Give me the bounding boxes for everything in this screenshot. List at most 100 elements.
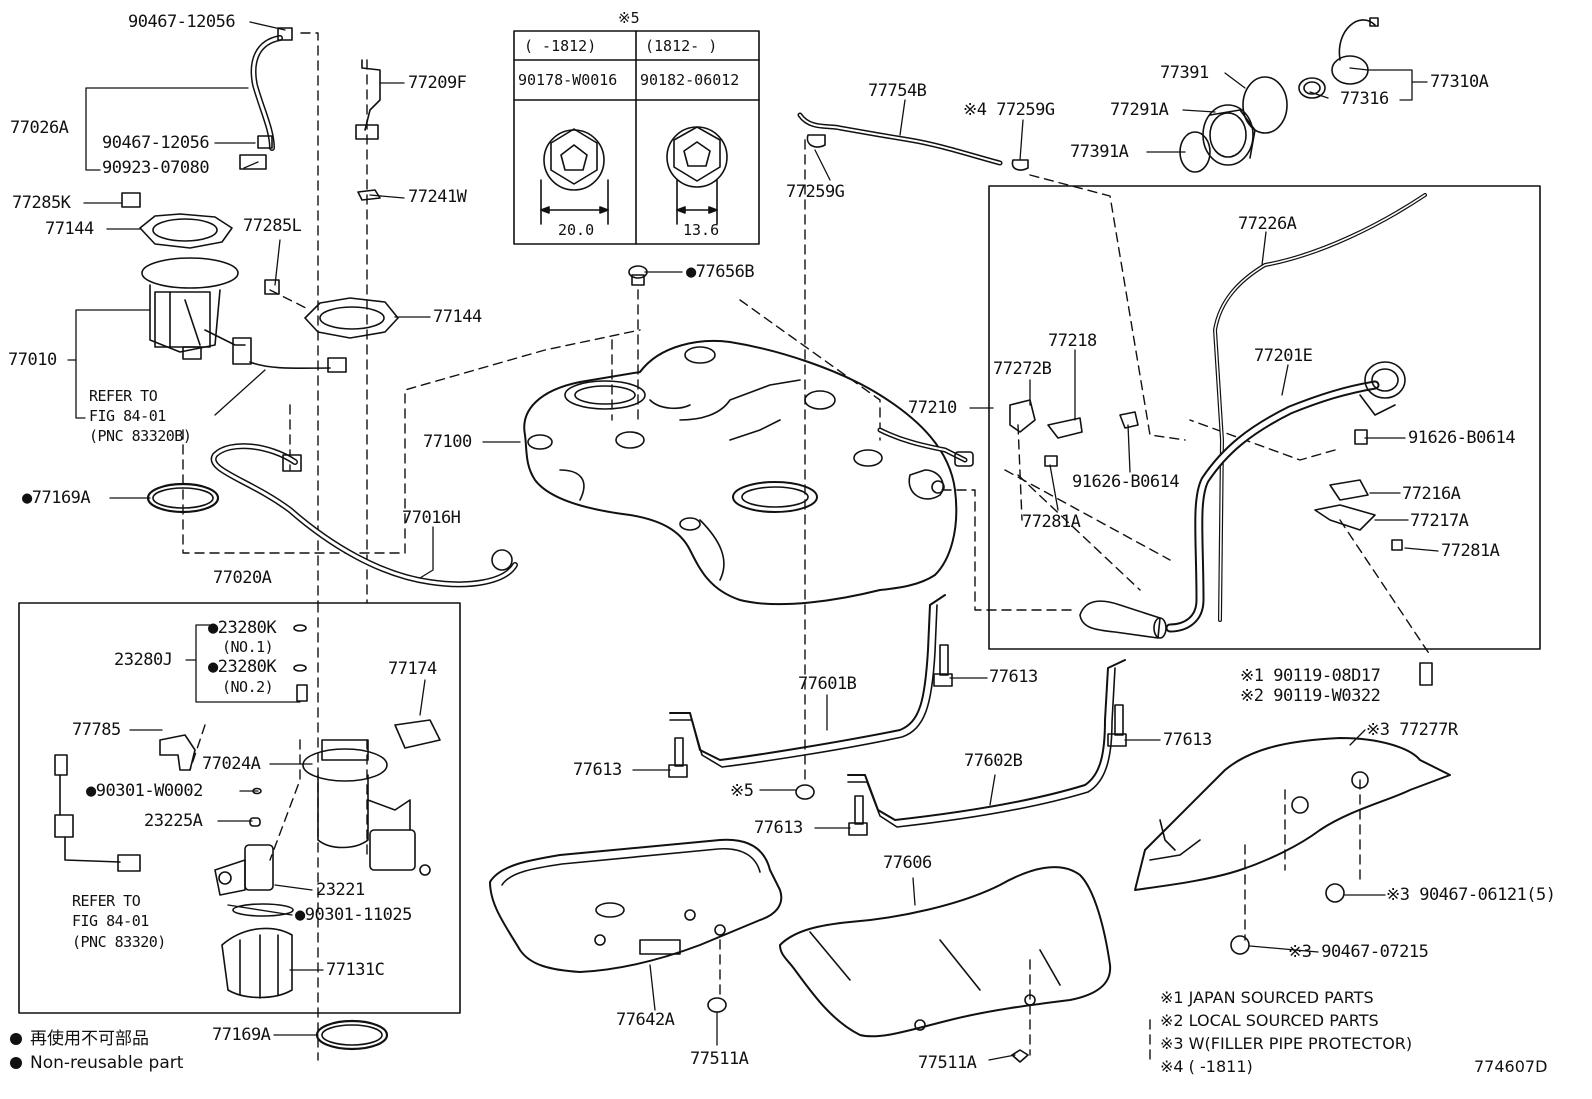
- protector-77277r: [1134, 737, 1451, 891]
- ref-fig-84-01-line3: (PNC 83320B): [89, 427, 192, 445]
- note-2: ※2 LOCAL SOURCED PARTS: [1160, 1011, 1379, 1030]
- fuel-pump-assembly-box: [18, 602, 461, 1014]
- fuel-filter-77131c: [221, 927, 293, 999]
- label-77391[interactable]: 77391: [1160, 63, 1209, 83]
- grommet-77656b: [628, 265, 648, 286]
- fuel-tank-77100: [523, 339, 974, 606]
- fuel-hose-77016h: [210, 443, 518, 588]
- label-90119-08d17[interactable]: ※1 90119-08D17: [1240, 666, 1381, 686]
- label-77656b[interactable]: ●77656B: [686, 262, 755, 282]
- label-91626-b0614-right[interactable]: 91626-B0614: [1408, 428, 1516, 448]
- ref-fig-84-01-b-line3: (PNC 83320): [72, 933, 166, 951]
- note-3: ※3 W(FILLER PIPE PROTECTOR): [1160, 1034, 1413, 1053]
- label-77216a[interactable]: 77216A: [1402, 484, 1461, 504]
- label-77241w[interactable]: 77241W: [408, 187, 467, 207]
- label-77174[interactable]: 77174: [388, 659, 437, 679]
- label-77511a-b[interactable]: 77511A: [918, 1053, 977, 1073]
- gasket-77391: [1242, 76, 1288, 134]
- label-91626-b0614-left[interactable]: 91626-B0614: [1072, 472, 1180, 492]
- label-77754b[interactable]: 77754B: [868, 81, 927, 101]
- retainer-ring-77144-left: [139, 213, 233, 249]
- label-77226a[interactable]: 77226A: [1238, 214, 1297, 234]
- label-23225a[interactable]: 23225A: [144, 811, 203, 831]
- label-23221[interactable]: 23221: [316, 880, 365, 900]
- nut-90178-icon: [540, 128, 609, 225]
- label-77291a[interactable]: 77291A: [1110, 100, 1169, 120]
- label-90467-12056-mid[interactable]: 90467-12056: [102, 133, 210, 153]
- label-90467-07215[interactable]: ※3 90467-07215: [1288, 942, 1429, 962]
- label-23280k-1[interactable]: ●23280K: [208, 618, 277, 638]
- label-no1: (NO.1): [222, 638, 274, 656]
- label-77285k[interactable]: 77285K: [12, 193, 71, 213]
- note-4: ※4 ( -1811): [1160, 1057, 1253, 1076]
- fuel-inlet-77291a: [1202, 104, 1256, 166]
- wire-harness-ref: [54, 754, 141, 872]
- label-90301-w0002[interactable]: ●90301-W0002: [86, 781, 203, 801]
- gasket-77169a-top: [146, 482, 220, 514]
- note-1: ※1 JAPAN SOURCED PARTS: [1160, 988, 1374, 1007]
- fuel-sender-gauge-77010: [141, 257, 347, 373]
- label-77026a[interactable]: 77026A: [10, 118, 69, 138]
- label-90467-06121[interactable]: ※3 90467-06121(5): [1386, 885, 1556, 905]
- drawing-id: 774607D: [1474, 1057, 1548, 1076]
- label-77016h[interactable]: 77016H: [402, 508, 461, 528]
- label-77100[interactable]: 77100: [423, 432, 472, 452]
- label-77511a-a[interactable]: 77511A: [690, 1049, 749, 1069]
- label-90467-12056-top[interactable]: 90467-12056: [128, 12, 236, 32]
- label-77217a[interactable]: 77217A: [1410, 511, 1469, 531]
- label-77209f[interactable]: 77209F: [408, 73, 467, 93]
- label-90923-07080[interactable]: 90923-07080: [102, 158, 210, 178]
- gasket-77316: [1298, 77, 1326, 99]
- label-77606[interactable]: 77606: [883, 853, 932, 873]
- label-77285l[interactable]: 77285L: [243, 216, 302, 236]
- label-77020a[interactable]: 77020A: [213, 568, 272, 588]
- label-77024a[interactable]: 77024A: [202, 754, 261, 774]
- label-77218[interactable]: 77218: [1048, 331, 1097, 351]
- label-77010[interactable]: 77010: [8, 350, 57, 370]
- label-90119-w0322[interactable]: ※2 90119-W0322: [1240, 686, 1381, 706]
- label-77642a[interactable]: 77642A: [616, 1010, 675, 1030]
- label-77210[interactable]: 77210: [908, 398, 957, 418]
- label-77613-b[interactable]: 77613: [1163, 730, 1212, 750]
- fuel-cap-77310a: [1331, 17, 1379, 85]
- gasket-77169a-bottom: [315, 1019, 389, 1051]
- label-77601b[interactable]: 77601B: [798, 674, 857, 694]
- ref-fig-84-01-b-line2: FIG 84-01: [72, 912, 149, 930]
- label-77316[interactable]: 77316: [1340, 89, 1389, 109]
- label-77272b[interactable]: 77272B: [993, 359, 1052, 379]
- label-77602b[interactable]: 77602B: [964, 751, 1023, 771]
- label-23280j[interactable]: 23280J: [114, 650, 173, 670]
- label-77281a-left[interactable]: 77281A: [1022, 512, 1081, 532]
- inset-col2-header: (1812- ): [645, 37, 718, 55]
- label-77259g-top[interactable]: ※4 77259G: [963, 100, 1055, 120]
- label-77785[interactable]: 77785: [72, 720, 121, 740]
- retainer-ring-77144-mid: [304, 297, 399, 339]
- heat-shield-77606: [779, 866, 1112, 1038]
- label-77169a-top[interactable]: ●77169A: [22, 488, 91, 508]
- filler-hose-icon: [1079, 600, 1167, 639]
- label-77144-left[interactable]: 77144: [45, 219, 94, 239]
- label-77259g-left[interactable]: 77259G: [786, 182, 845, 202]
- label-77169a-bottom[interactable]: 77169A: [212, 1025, 271, 1045]
- ref-fig-84-01-line2: FIG 84-01: [89, 407, 166, 425]
- legend-jp: 再使用不可部品: [10, 1028, 149, 1050]
- label-77144-mid[interactable]: 77144: [433, 307, 482, 327]
- label-77131c[interactable]: 77131C: [326, 960, 385, 980]
- label-77201e[interactable]: 77201E: [1254, 346, 1313, 366]
- label-77613-a[interactable]: 77613: [989, 667, 1038, 687]
- label-77613-c[interactable]: 77613: [573, 760, 622, 780]
- label-23280k-2[interactable]: ●23280K: [208, 657, 277, 677]
- ref-fig-84-01-b-line1: REFER TO: [72, 892, 141, 910]
- label-77281a-right[interactable]: 77281A: [1441, 541, 1500, 561]
- inset-col1-dim: 20.0: [558, 221, 595, 239]
- label-77310a[interactable]: 77310A: [1430, 72, 1489, 92]
- fuel-pump-module-77024a: [302, 739, 431, 876]
- label-77613-d[interactable]: 77613: [754, 818, 803, 838]
- label-77391a[interactable]: 77391A: [1070, 142, 1129, 162]
- label-77277r[interactable]: ※3 77277R: [1366, 720, 1458, 740]
- retainer-77174: [394, 719, 441, 749]
- label-90301-11025[interactable]: ●90301-11025: [295, 905, 412, 925]
- non-reusable-dot-icon: [10, 1057, 22, 1069]
- bolt-icons: [668, 644, 1433, 836]
